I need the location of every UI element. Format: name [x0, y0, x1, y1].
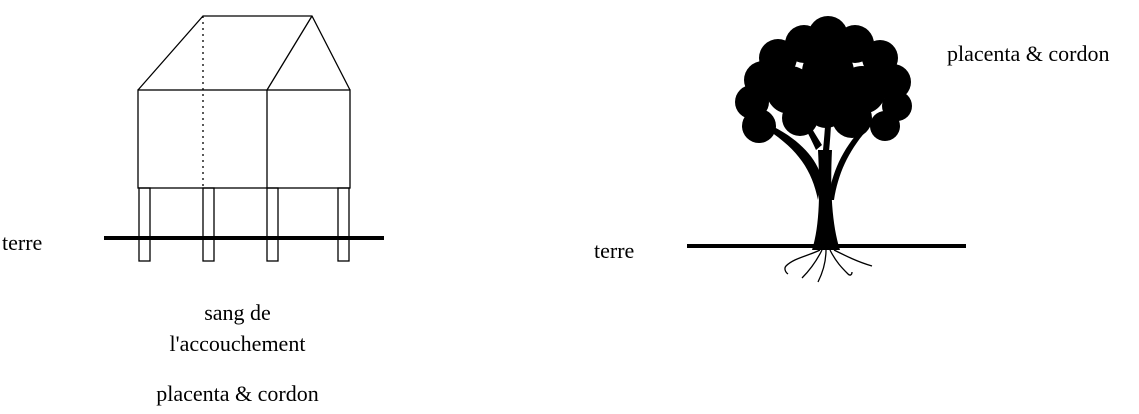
tree: [735, 16, 912, 250]
tree-branch-left: [768, 126, 822, 200]
tree-ground-label: terre: [594, 238, 635, 263]
tree-canopy: [735, 16, 912, 143]
tree-branch-left2: [796, 106, 822, 150]
tree-trunk: [812, 150, 840, 250]
tree-roots: [784, 249, 873, 283]
house-blood-label-line1: sang de: [204, 300, 271, 325]
house-blood-label-line2: l'accouchement: [169, 331, 306, 356]
roof-front-edge: [266, 15, 313, 91]
stilt: [138, 187, 151, 262]
stilt: [266, 187, 279, 262]
stilt: [337, 187, 350, 262]
stilt-house: [137, 15, 351, 262]
stilt: [202, 187, 215, 262]
tree-placenta-label: placenta & cordon: [947, 41, 1110, 66]
house-placenta-label: placenta & cordon: [156, 381, 319, 406]
tree-branch-mid: [822, 100, 832, 162]
house-walls: [137, 89, 351, 189]
house-roof: [137, 15, 351, 91]
house-ground-label: terre: [2, 230, 43, 255]
tree-branch-right: [828, 128, 866, 200]
